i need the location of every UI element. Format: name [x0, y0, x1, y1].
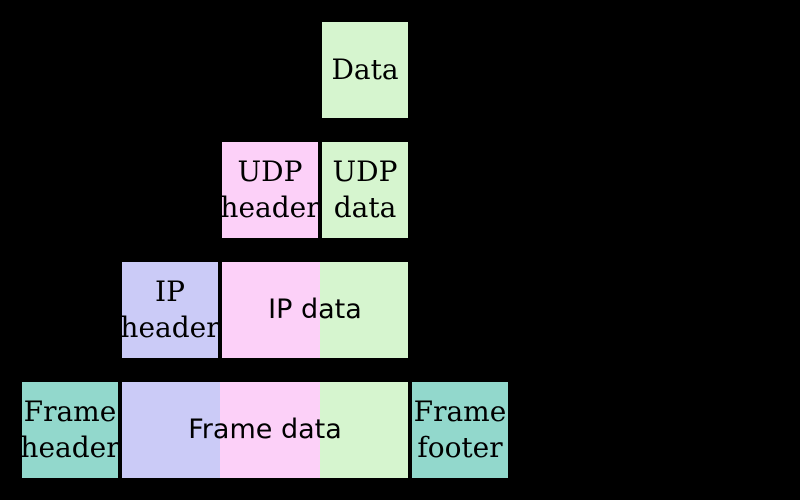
frame-header-label: Frame header: [20, 395, 120, 464]
udp-header-label: UDP header: [220, 155, 320, 224]
udp-data-box: UDP data: [320, 140, 410, 240]
data-label: Data: [331, 53, 399, 86]
ip-header-label: IP header: [120, 275, 220, 344]
ip-data-segment-udp-data: [320, 262, 408, 358]
ip-header-box: IP header: [120, 260, 220, 360]
frame-data-segment-udp-header: [220, 382, 320, 478]
frame-header-box: Frame header: [20, 380, 120, 480]
ip-data-box: IP data: [220, 260, 410, 360]
udp-data-label: UDP data: [332, 155, 398, 224]
frame-data-segment-udp-data: [320, 382, 408, 478]
ip-data-segment-udp-header: [222, 262, 320, 358]
ip-data-segments: [222, 262, 408, 358]
frame-data-segments: [122, 382, 408, 478]
ip-data-label: IP data: [268, 294, 362, 325]
data-box: Data: [320, 20, 410, 120]
frame-footer-label: Frame footer: [413, 395, 507, 464]
frame-data-box: Frame data: [120, 380, 410, 480]
frame-footer-box: Frame footer: [410, 380, 510, 480]
frame-data-segment-ip-header: [122, 382, 220, 478]
udp-header-box: UDP header: [220, 140, 320, 240]
frame-data-label: Frame data: [188, 414, 342, 445]
